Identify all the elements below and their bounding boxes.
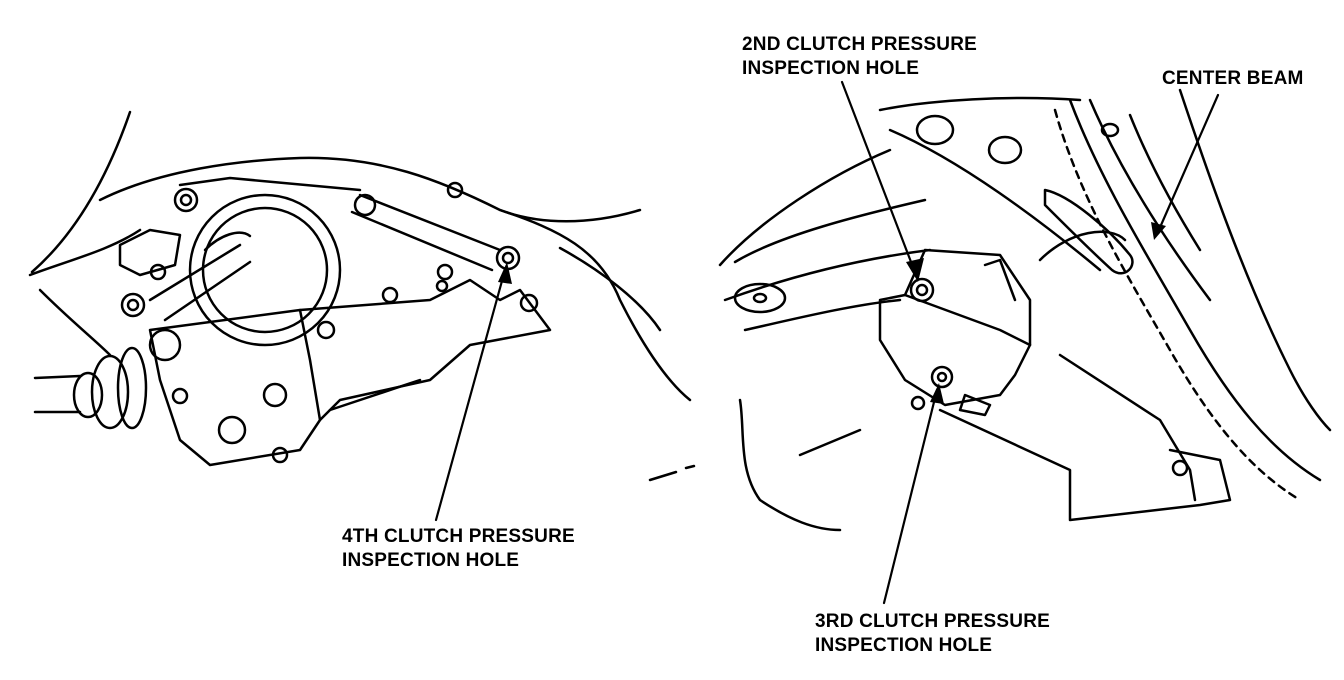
label-2nd-line2: INSPECTION HOLE	[742, 58, 920, 79]
label-center-beam: CENTER BEAM	[1162, 67, 1304, 91]
label-3rd-line1: 3RD CLUTCH PRESSURE	[815, 611, 1050, 632]
label-2nd-clutch-pressure: 2ND CLUTCH PRESSURE INSPECTION HOLE	[742, 33, 977, 81]
label-4th-line1: 4TH CLUTCH PRESSURE	[342, 526, 575, 547]
right-view	[718, 88, 1332, 532]
arrowhead-3rd	[930, 383, 944, 404]
arrowheads	[498, 222, 1166, 404]
arrowhead-center-beam	[1151, 222, 1166, 240]
arrowhead-2nd	[906, 258, 924, 282]
label-3rd-clutch-pressure: 3RD CLUTCH PRESSURE INSPECTION HOLE	[815, 610, 1050, 658]
label-center-beam-line1: CENTER BEAM	[1162, 68, 1304, 89]
label-2nd-line1: 2ND CLUTCH PRESSURE	[742, 34, 977, 55]
leader-lines	[434, 80, 1220, 605]
label-4th-line2: INSPECTION HOLE	[342, 550, 520, 571]
label-3rd-line2: INSPECTION HOLE	[815, 635, 993, 656]
left-view	[28, 110, 696, 482]
arrowhead-4th	[498, 262, 512, 284]
label-4th-clutch-pressure: 4TH CLUTCH PRESSURE INSPECTION HOLE	[342, 525, 575, 573]
